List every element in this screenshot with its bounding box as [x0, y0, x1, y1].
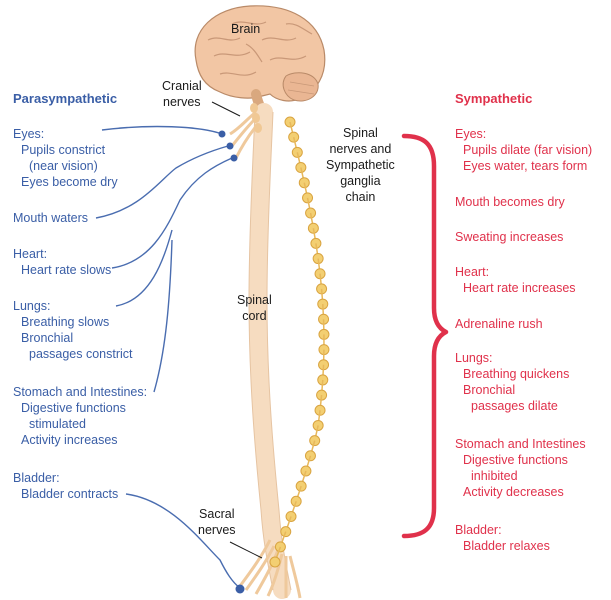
- symp-bladder-heading: Bladder:: [455, 522, 550, 538]
- para-bladder-item: Bladder contracts: [13, 486, 118, 502]
- spinal-nerves-ganglia-label: Spinal nerves and Sympathetic ganglia ch…: [326, 125, 395, 205]
- spinal-cord-label-line: cord: [237, 308, 272, 324]
- ganglion: [270, 557, 280, 567]
- symp-lungs-heading: Lungs:: [455, 350, 569, 366]
- sacral-nerves-label: Sacral nerves: [198, 506, 236, 538]
- symp-stomach-item: inhibited: [455, 468, 586, 484]
- sacral-nerves-label-line: Sacral: [198, 506, 236, 522]
- para-lungs-heading: Lungs:: [13, 298, 133, 314]
- symp-mouth: Mouth becomes dry: [455, 194, 565, 210]
- cranial-pointer: [212, 102, 240, 116]
- para-heart-group: Heart: Heart rate slows: [13, 246, 111, 278]
- spinal-cord-label: Spinal cord: [237, 292, 272, 324]
- symp-stomach-item: Digestive functions: [455, 452, 586, 468]
- para-eyes-group: Eyes: Pupils constrict (near vision) Eye…: [13, 126, 118, 190]
- para-heart-heading: Heart:: [13, 246, 111, 262]
- para-lungs-item: Breathing slows: [13, 314, 133, 330]
- symp-lungs-group: Lungs: Breathing quickens Bronchial pass…: [455, 350, 569, 414]
- para-stomach-item: stimulated: [13, 416, 147, 432]
- cranial-nerves-label-line: nerves: [162, 94, 202, 110]
- symp-lungs-item: Breathing quickens: [455, 366, 569, 382]
- symp-lungs-item: passages dilate: [455, 398, 569, 414]
- symp-heart-group: Heart: Heart rate increases: [455, 264, 576, 296]
- para-lungs-item: passages constrict: [13, 346, 133, 362]
- symp-stomach-heading: Stomach and Intestines: [455, 436, 586, 452]
- sympathetic-ganglia-chain: [270, 117, 329, 567]
- sympathetic-title: Sympathetic: [455, 91, 532, 107]
- para-eyes-heading: Eyes:: [13, 126, 118, 142]
- spinal-nerves-label-line: chain: [326, 189, 395, 205]
- symp-adrenaline: Adrenaline rush: [455, 316, 543, 332]
- brain-label: Brain: [231, 21, 260, 37]
- symp-bladder-item: Bladder relaxes: [455, 538, 550, 554]
- symp-stomach-group: Stomach and Intestines Digestive functio…: [455, 436, 586, 500]
- symp-eyes-heading: Eyes:: [455, 126, 592, 142]
- para-mouth: Mouth waters: [13, 210, 88, 226]
- para-stomach-item: Activity increases: [13, 432, 147, 448]
- symp-eyes-item: Eyes water, tears form: [455, 158, 592, 174]
- parasympathetic-title: Parasympathetic: [13, 91, 117, 107]
- spinal-nerves-label-line: nerves and: [326, 141, 395, 157]
- cranial-nerves-label: Cranial nerves: [162, 78, 202, 110]
- para-eyes-item: Eyes become dry: [13, 174, 118, 190]
- para-eyes-item: Pupils constrict: [13, 142, 118, 158]
- para-stomach-heading: Stomach and Intestines:: [13, 384, 147, 400]
- para-stomach-group: Stomach and Intestines: Digestive functi…: [13, 384, 147, 448]
- symp-bladder-group: Bladder: Bladder relaxes: [455, 522, 550, 554]
- sympathetic-brace: [404, 136, 446, 536]
- spinal-nerves-label-line: ganglia: [326, 173, 395, 189]
- symp-sweat: Sweating increases: [455, 229, 563, 245]
- symp-heart-item: Heart rate increases: [455, 280, 576, 296]
- para-heart-item: Heart rate slows: [13, 262, 111, 278]
- para-eyes-item: (near vision): [13, 158, 118, 174]
- para-bladder-heading: Bladder:: [13, 470, 118, 486]
- sacral-nerves-label-line: nerves: [198, 522, 236, 538]
- para-stomach-item: Digestive functions: [13, 400, 147, 416]
- sacral-pointer: [230, 542, 262, 558]
- symp-stomach-item: Activity decreases: [455, 484, 586, 500]
- symp-eyes-group: Eyes: Pupils dilate (far vision) Eyes wa…: [455, 126, 592, 174]
- symp-lungs-item: Bronchial: [455, 382, 569, 398]
- symp-eyes-item: Pupils dilate (far vision): [455, 142, 592, 158]
- spinal-cord-label-line: Spinal: [237, 292, 272, 308]
- spinal-nerves-label-line: Sympathetic: [326, 157, 395, 173]
- cranial-nerves-label-line: Cranial: [162, 78, 202, 94]
- symp-heart-heading: Heart:: [455, 264, 576, 280]
- para-lungs-item: Bronchial: [13, 330, 133, 346]
- para-bladder-group: Bladder: Bladder contracts: [13, 470, 118, 502]
- para-lungs-group: Lungs: Breathing slows Bronchial passage…: [13, 298, 133, 362]
- spinal-nerves-label-line: Spinal: [326, 125, 395, 141]
